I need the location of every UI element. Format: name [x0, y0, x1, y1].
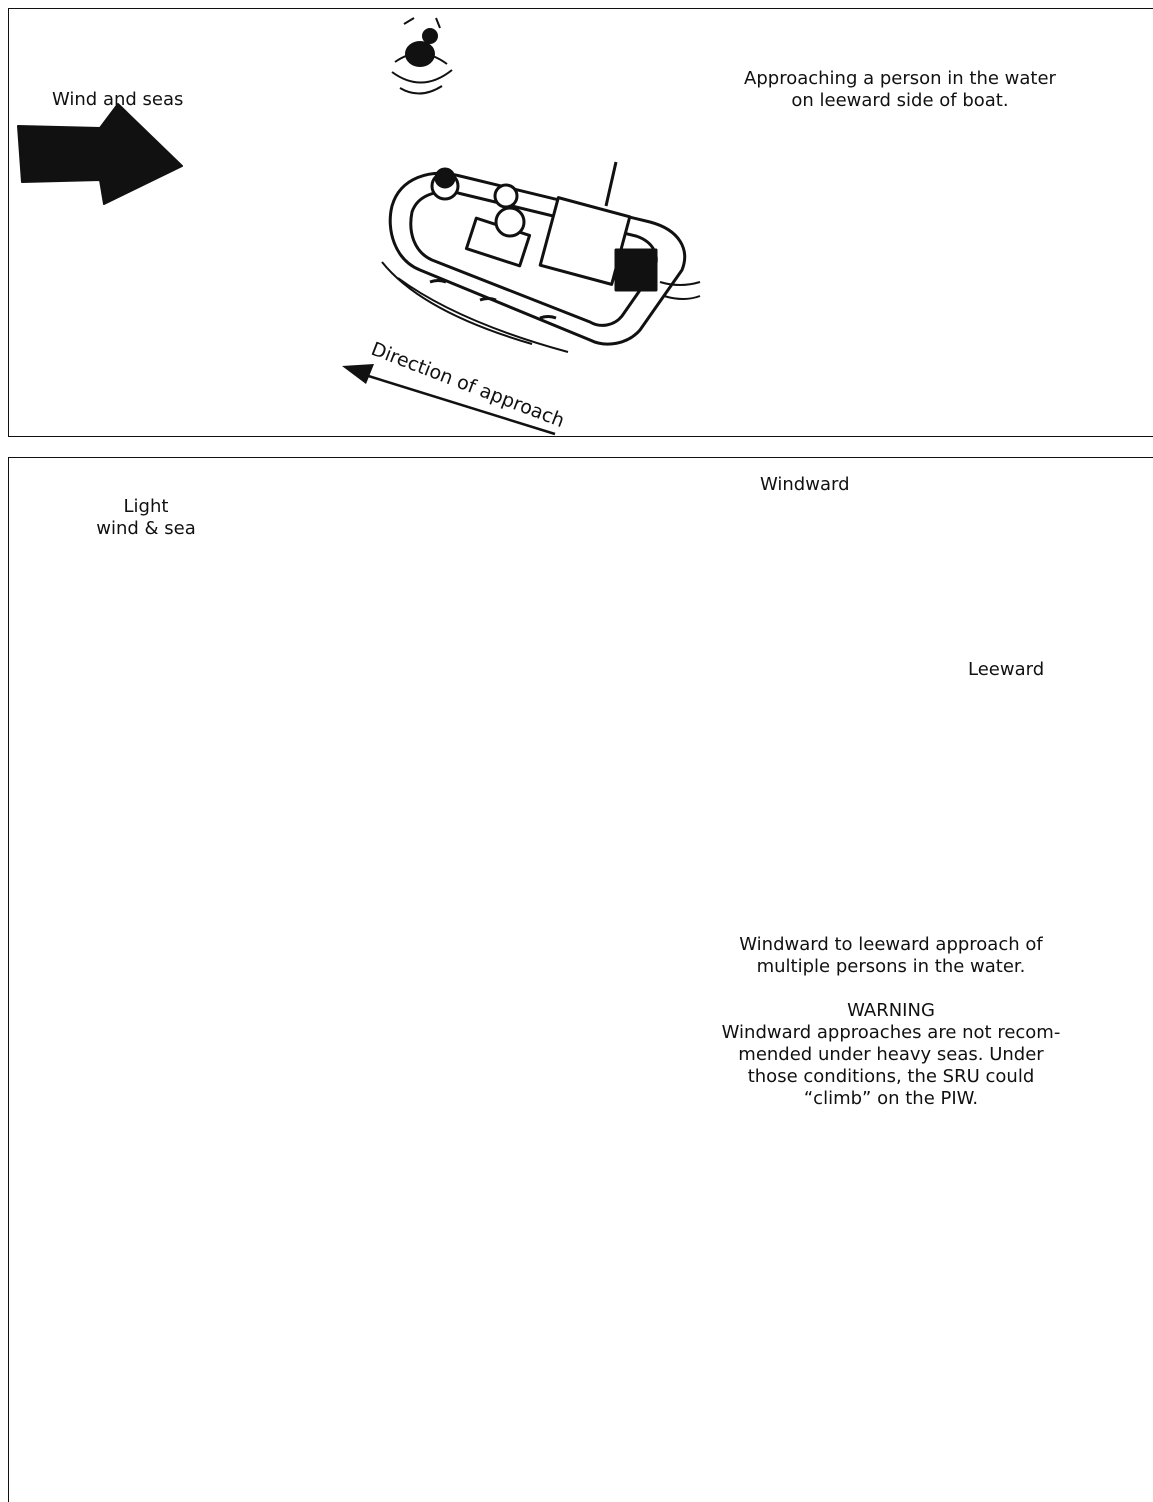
warning-line2: mended under heavy seas. Under [698, 1044, 1084, 1066]
top-caption-line2: on leeward side of boat. [716, 90, 1084, 112]
leeward-label: Leeward [968, 659, 1044, 681]
boat-top [382, 162, 700, 352]
warning-line4: “climb” on the PIW. [698, 1088, 1084, 1110]
windward-label: Windward [760, 474, 850, 496]
light-wind-line2: wind & sea [76, 518, 216, 540]
warning-line3: those conditions, the SRU could [698, 1066, 1084, 1088]
light-wind-line1: Light [76, 496, 216, 518]
light-wind-label: Light wind & sea [76, 496, 216, 540]
bottom-caption-line2: multiple persons in the water. [698, 956, 1084, 978]
wind-and-seas-label: Wind and seas [52, 89, 183, 111]
top-caption: Approaching a person in the water on lee… [716, 68, 1084, 112]
warning-line1: Windward approaches are not recom- [698, 1022, 1084, 1044]
person-in-water-top [392, 18, 452, 94]
bottom-caption: Windward to leeward approach of multiple… [698, 934, 1084, 1110]
wind-arrow-top [18, 104, 182, 204]
warning-title: WARNING [698, 1000, 1084, 1022]
bottom-caption-line1: Windward to leeward approach of [698, 934, 1084, 956]
top-caption-line1: Approaching a person in the water [716, 68, 1084, 90]
